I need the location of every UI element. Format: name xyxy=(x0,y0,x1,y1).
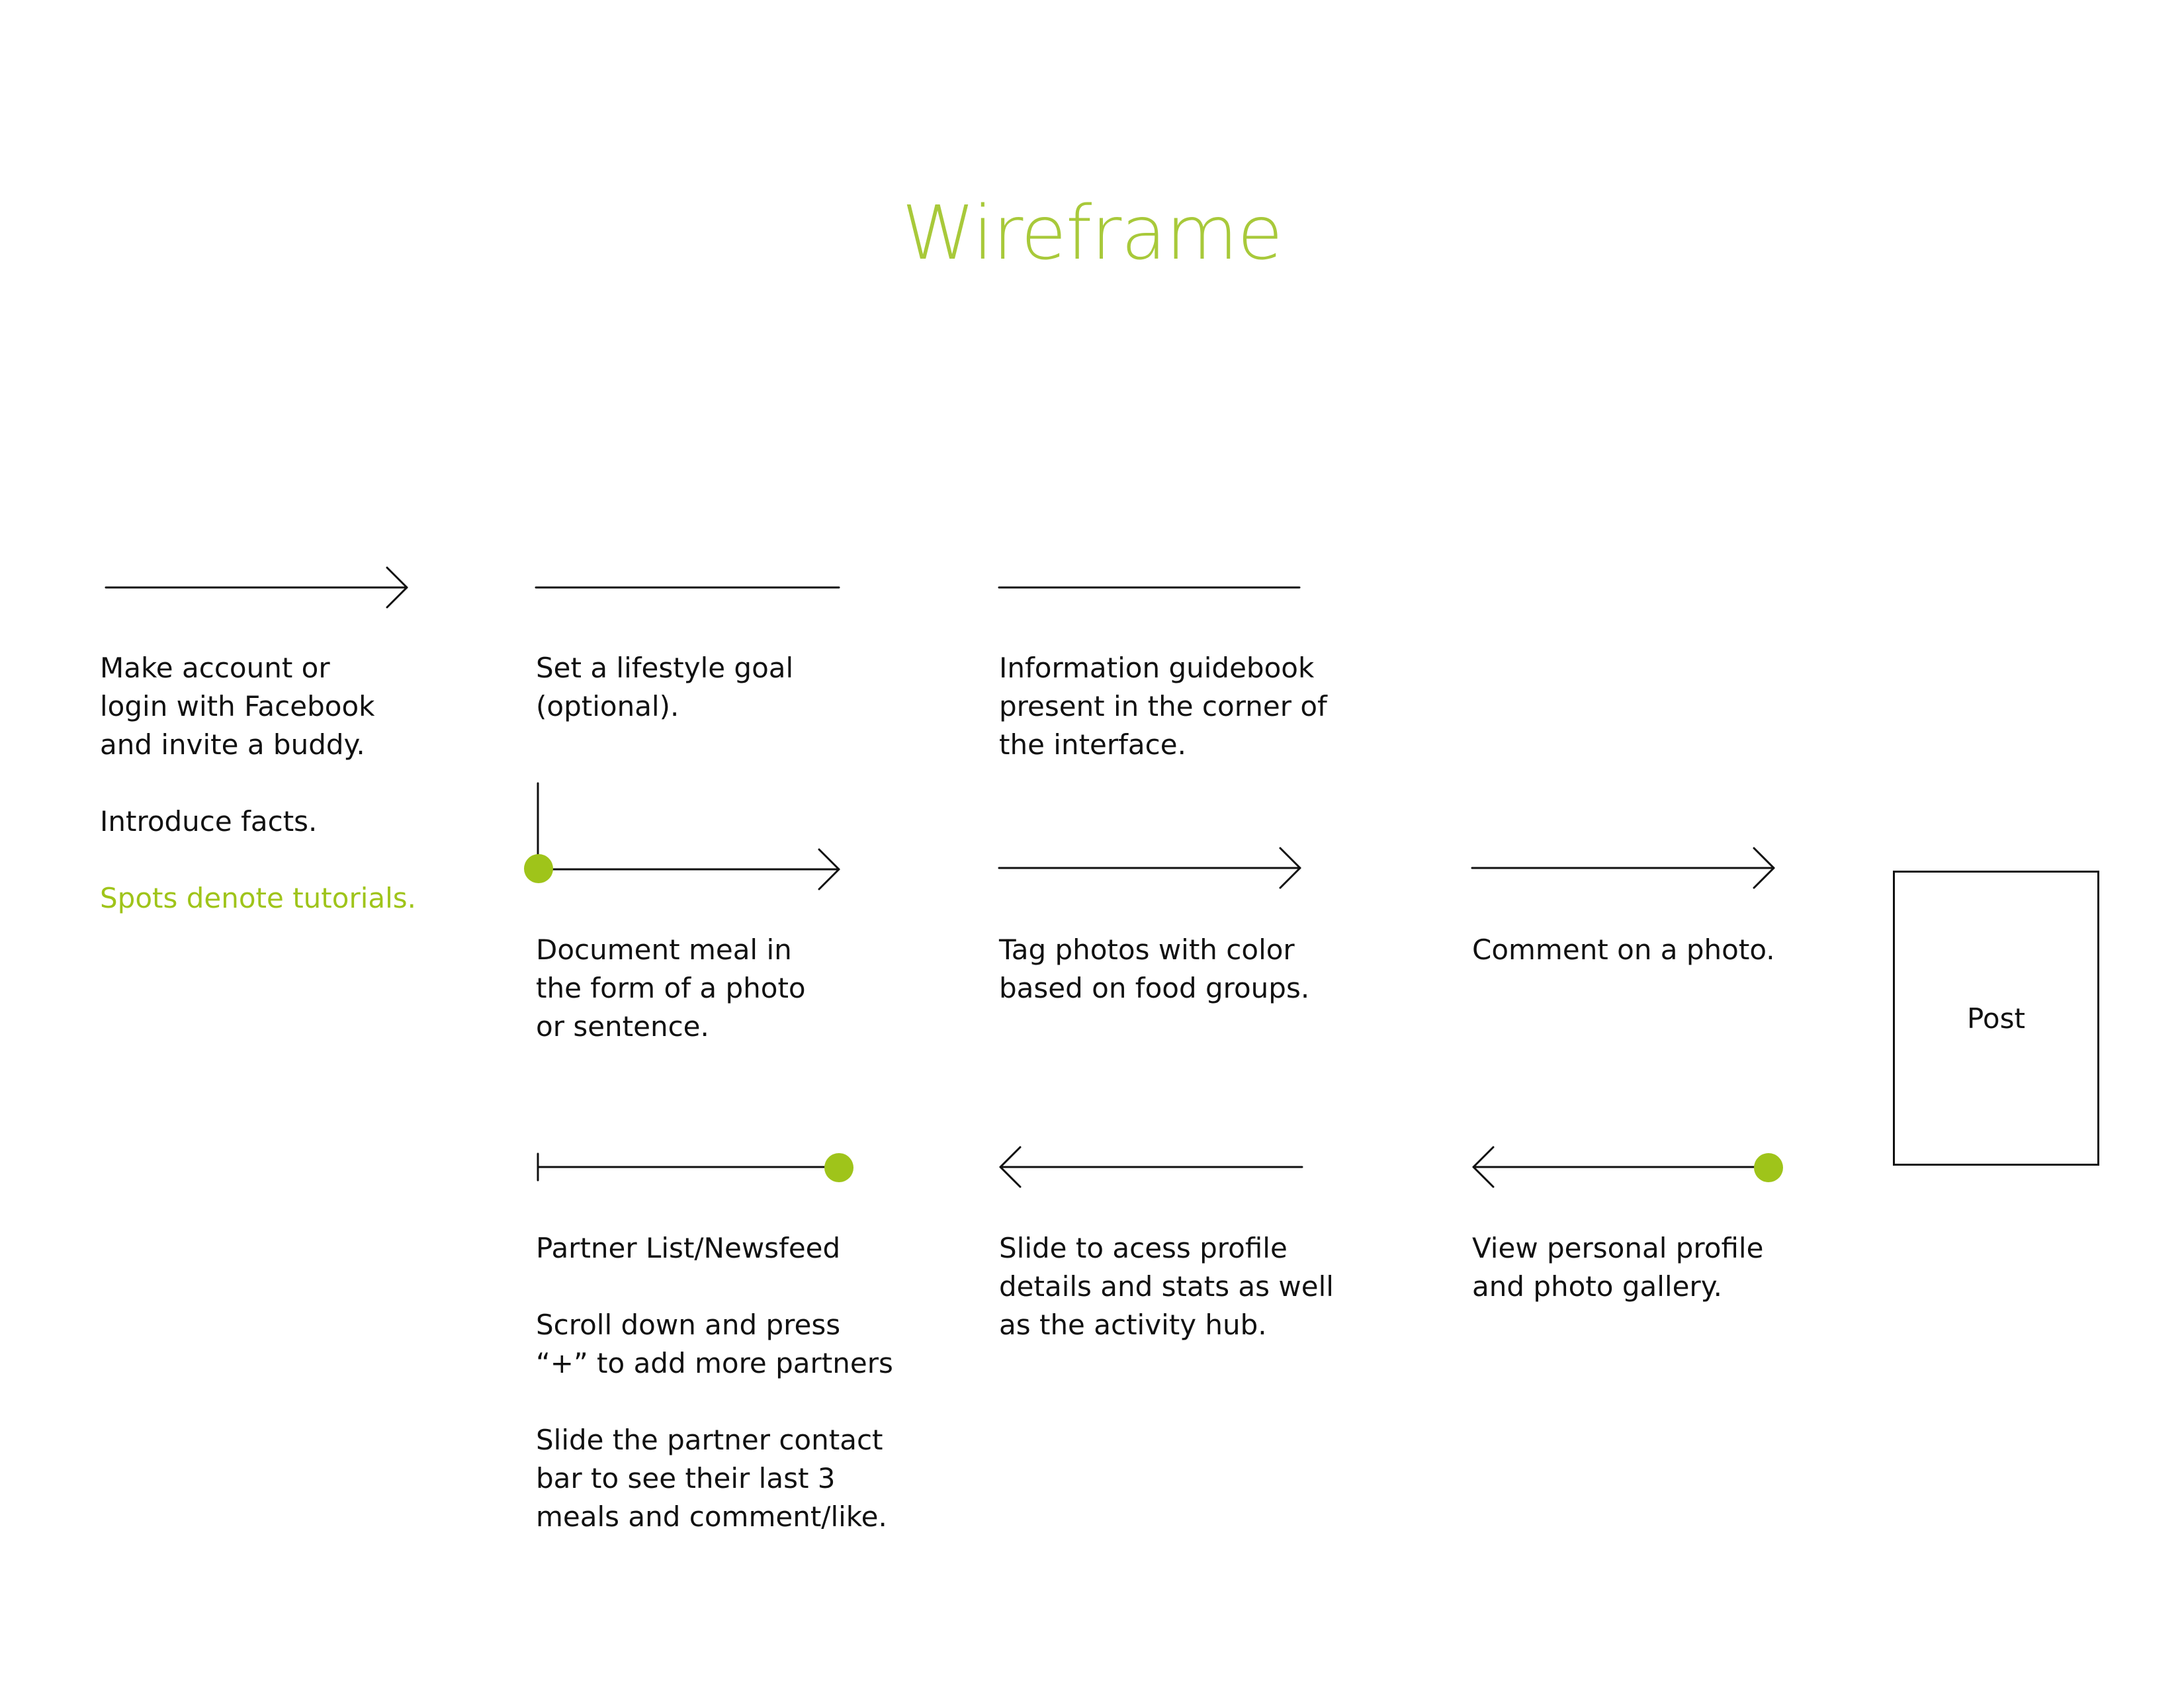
tutorial-spot-document xyxy=(524,854,553,883)
step-goal-label: Set a lifestyle goal (optional). xyxy=(536,652,794,722)
post-label: Post xyxy=(1967,1002,2025,1035)
step-tag-label: Tag photos with color based on food grou… xyxy=(999,933,1310,1004)
step-slide-profile-label: Slide to acess profile details and stats… xyxy=(999,1232,1334,1341)
arrow-account-head xyxy=(386,566,408,609)
step-comment-label: Comment on a photo. xyxy=(1472,933,1775,966)
tutorial-spot-profile xyxy=(1754,1153,1783,1182)
arrow-slide-head xyxy=(999,1146,1022,1188)
step-partner-label: Partner List/Newsfeed Scroll down and pr… xyxy=(536,1232,893,1533)
step-document-label: Document meal in the form of a photo or … xyxy=(536,933,806,1043)
arrow-tag-head xyxy=(1279,847,1301,889)
arrow-comment-head xyxy=(1753,847,1775,889)
arrow-view-head xyxy=(1472,1146,1495,1188)
arrow-document-head xyxy=(818,848,840,890)
step-view-profile-label: View personal profile and photo gallery. xyxy=(1472,1232,1764,1303)
tutorials-note: Spots denote tutorials. xyxy=(100,882,417,914)
page-title: Wireframe xyxy=(901,191,1283,277)
post-box: Post xyxy=(1893,871,2099,1166)
tutorial-spot-partner xyxy=(824,1153,853,1182)
step-guidebook-label: Information guidebook present in the cor… xyxy=(999,652,1327,761)
step-account-label: Make account or login with Facebook and … xyxy=(100,652,375,838)
